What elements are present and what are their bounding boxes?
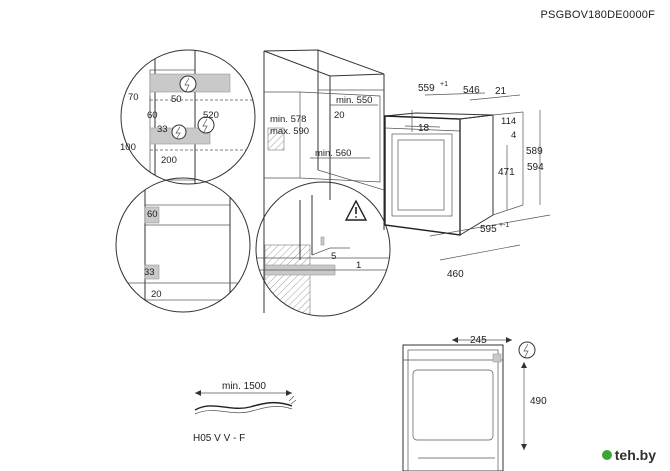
dim-559: 559 xyxy=(418,83,435,94)
product-code: PSGBOV180DE0000F xyxy=(541,9,656,21)
niche-cabinet: min. 550 20 min. 578 max. 590 min. 560 xyxy=(263,49,385,313)
dim-70: 70 xyxy=(128,92,139,103)
dim-18: 18 xyxy=(418,123,430,134)
dim-559-tol: +1 xyxy=(440,81,448,88)
detail-circle-bottom-outline xyxy=(115,177,251,313)
watermark-logo-icon xyxy=(601,450,612,460)
dim-60-bottom: 60 xyxy=(147,209,158,220)
detail-circle-top: 70 60 520 33 100 200 50 xyxy=(120,49,256,185)
power-icon xyxy=(197,116,215,134)
detail-circle-bottom: 60 33 20 xyxy=(115,177,251,313)
power-icon xyxy=(171,124,187,140)
dim-245: 245 xyxy=(470,335,487,346)
detail-circle-top-outline xyxy=(120,49,256,185)
socket-front-view: 245 490 xyxy=(402,335,547,471)
dim-20-niche: 20 xyxy=(334,110,345,121)
cable-diagram: min. 1500 H05 V V - F xyxy=(193,381,297,444)
dim-100: 100 xyxy=(120,142,136,153)
dim-33: 33 xyxy=(157,124,168,135)
oven-3d: 559 +1 546 21 18 114 4 589 594 471 595 +… xyxy=(384,81,551,280)
dim-21: 21 xyxy=(495,86,507,97)
dim-471: 471 xyxy=(498,167,515,178)
dim-min-578: min. 578 xyxy=(270,114,306,125)
cable-type: H05 V V - F xyxy=(193,433,245,444)
detail-circle-ventilation: 5 1 xyxy=(255,181,391,317)
power-icon xyxy=(179,75,197,93)
dim-min-550: min. 550 xyxy=(336,95,372,106)
dim-594: 594 xyxy=(527,162,544,173)
dim-60: 60 xyxy=(147,110,158,121)
dim-490: 490 xyxy=(530,396,547,407)
cable-length: min. 1500 xyxy=(222,381,266,392)
dim-33-bottom: 33 xyxy=(144,267,155,278)
dim-20-bottom: 20 xyxy=(151,289,162,300)
dim-460: 460 xyxy=(447,269,464,280)
watermark-text: teh.by xyxy=(614,447,656,463)
dim-595-tol: +-1 xyxy=(499,222,509,229)
dim-1: 1 xyxy=(356,260,361,271)
dim-546: 546 xyxy=(463,85,480,96)
dim-114: 114 xyxy=(501,116,516,127)
dim-50: 50 xyxy=(171,94,182,105)
dim-589: 589 xyxy=(526,146,543,157)
warning-icon xyxy=(344,199,368,221)
detail-circle-ventilation-outline xyxy=(255,181,391,317)
power-icon xyxy=(518,341,536,359)
dim-5: 5 xyxy=(331,251,336,262)
watermark: teh.by xyxy=(601,447,656,463)
dim-4: 4 xyxy=(511,130,516,141)
dim-min-560: min. 560 xyxy=(315,148,351,159)
dim-200: 200 xyxy=(161,155,177,166)
dim-max-590: max. 590 xyxy=(270,126,309,137)
dim-520: 520 xyxy=(203,110,219,121)
dim-595: 595 xyxy=(480,224,497,235)
